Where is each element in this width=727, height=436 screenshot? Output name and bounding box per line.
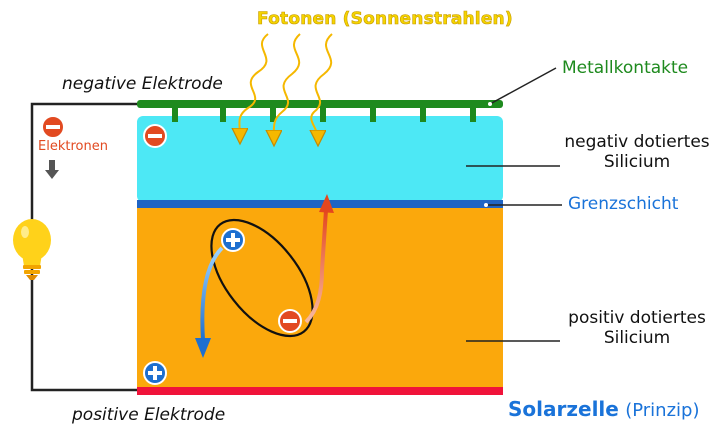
title-main: Solarzelle: [508, 397, 619, 421]
minus-charge-icon: [278, 309, 302, 333]
n-silicon-label-line1: negativ dotiertes: [564, 132, 710, 152]
junction-layer: [137, 200, 503, 208]
electrons-label: Elektronen: [38, 139, 108, 154]
minus-charge-icon: [143, 124, 167, 148]
pair-generation-ellipse: [210, 218, 314, 338]
n-silicon-label-line2: Silicium: [603, 151, 671, 172]
positive-electrode-label: positive Elektrode: [72, 405, 226, 425]
n-silicon-layer: [137, 116, 503, 202]
plus-charge-icon: [221, 228, 245, 252]
electron-path-arrow: [304, 209, 328, 324]
minus-charge-icon: [41, 115, 65, 139]
junction-label: Grenzschicht: [568, 194, 679, 214]
plus-charge-icon: [143, 361, 167, 385]
leader-metal-contacts: [489, 67, 557, 105]
diagram-title: Solarzelle (Prinzip): [508, 398, 699, 422]
negative-electrode-label: negative Elektrode: [62, 74, 223, 94]
n-silicon-label: negativ dotiertes Silicium: [562, 132, 712, 172]
down-arrow-icon: [45, 160, 59, 179]
p-silicon-label-line1: positiv dotiertes: [568, 308, 706, 328]
p-silicon-label: positiv dotiertes Silicium: [562, 308, 712, 348]
title-sub: (Prinzip): [625, 400, 700, 421]
lightbulb-icon: [13, 219, 51, 280]
photon-wave-icon: [239, 33, 333, 138]
p-silicon-label-line2: Silicium: [603, 327, 671, 348]
metal-contacts-label: Metallkontakte: [562, 58, 689, 78]
bottom-electrode: [137, 387, 503, 395]
photons-label: Fotonen (Sonnenstrahlen): [257, 9, 513, 29]
hole-path-arrow: [200, 246, 224, 341]
